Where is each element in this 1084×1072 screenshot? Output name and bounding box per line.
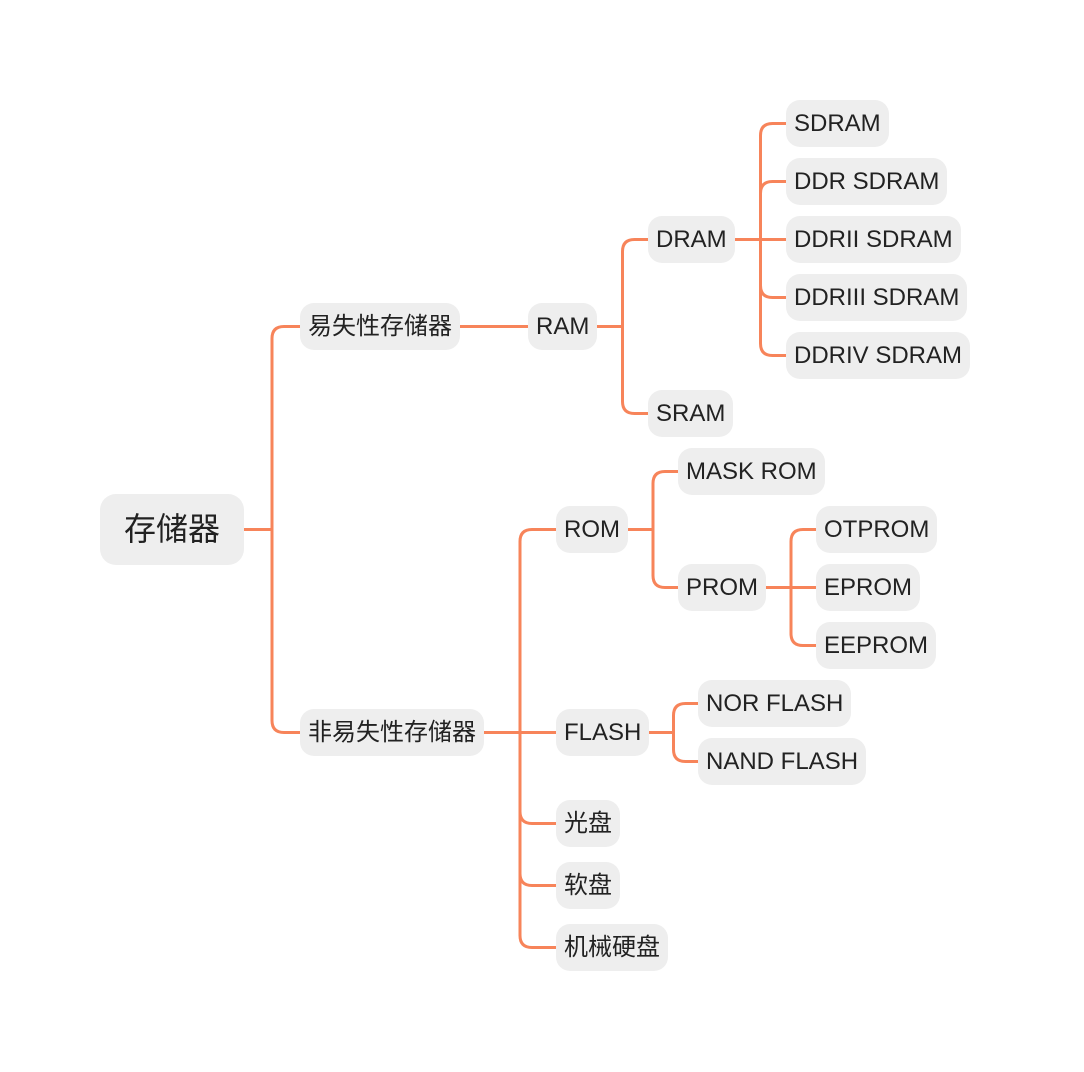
node-ddriii-sdram[interactable]: DDRIII SDRAM: [786, 274, 968, 321]
node-ddriv-sdram[interactable]: DDRIV SDRAM: [786, 332, 971, 379]
node-optical-disc[interactable]: 光盘: [556, 800, 620, 847]
connector-node-dram: [735, 122, 786, 357]
connector-root-node: [244, 325, 300, 734]
node-ddr-sdram[interactable]: DDR SDRAM: [786, 158, 948, 205]
connector-node-flash: [649, 702, 698, 763]
node-mask-rom[interactable]: MASK ROM: [678, 448, 825, 495]
node-dram[interactable]: DRAM: [648, 216, 735, 263]
node-ram[interactable]: RAM: [528, 303, 598, 350]
connector-node-ram: [597, 238, 648, 415]
node-volatile[interactable]: 易失性存储器: [300, 303, 460, 350]
connector-node-prom: [766, 528, 816, 647]
node-otprom[interactable]: OTPROM: [816, 506, 938, 553]
node-eprom[interactable]: EPROM: [816, 564, 921, 611]
node-prom[interactable]: PROM: [678, 564, 766, 611]
connector-node-nonvolatile: [484, 528, 556, 949]
node-sram[interactable]: SRAM: [648, 390, 734, 437]
node-ddrii-sdram[interactable]: DDRII SDRAM: [786, 216, 961, 263]
node-rom[interactable]: ROM: [556, 506, 628, 553]
node-eeprom[interactable]: EEPROM: [816, 622, 937, 669]
node-hard-disk[interactable]: 机械硬盘: [556, 924, 668, 971]
root-node[interactable]: 存储器: [100, 494, 245, 565]
node-sdram[interactable]: SDRAM: [786, 100, 889, 147]
node-nonvolatile[interactable]: 非易失性存储器: [300, 709, 484, 756]
node-nor-flash[interactable]: NOR FLASH: [698, 680, 852, 727]
connector-node-rom: [628, 470, 678, 589]
node-nand-flash[interactable]: NAND FLASH: [698, 738, 867, 785]
node-floppy-disk[interactable]: 软盘: [556, 862, 620, 909]
node-flash[interactable]: FLASH: [556, 709, 650, 756]
